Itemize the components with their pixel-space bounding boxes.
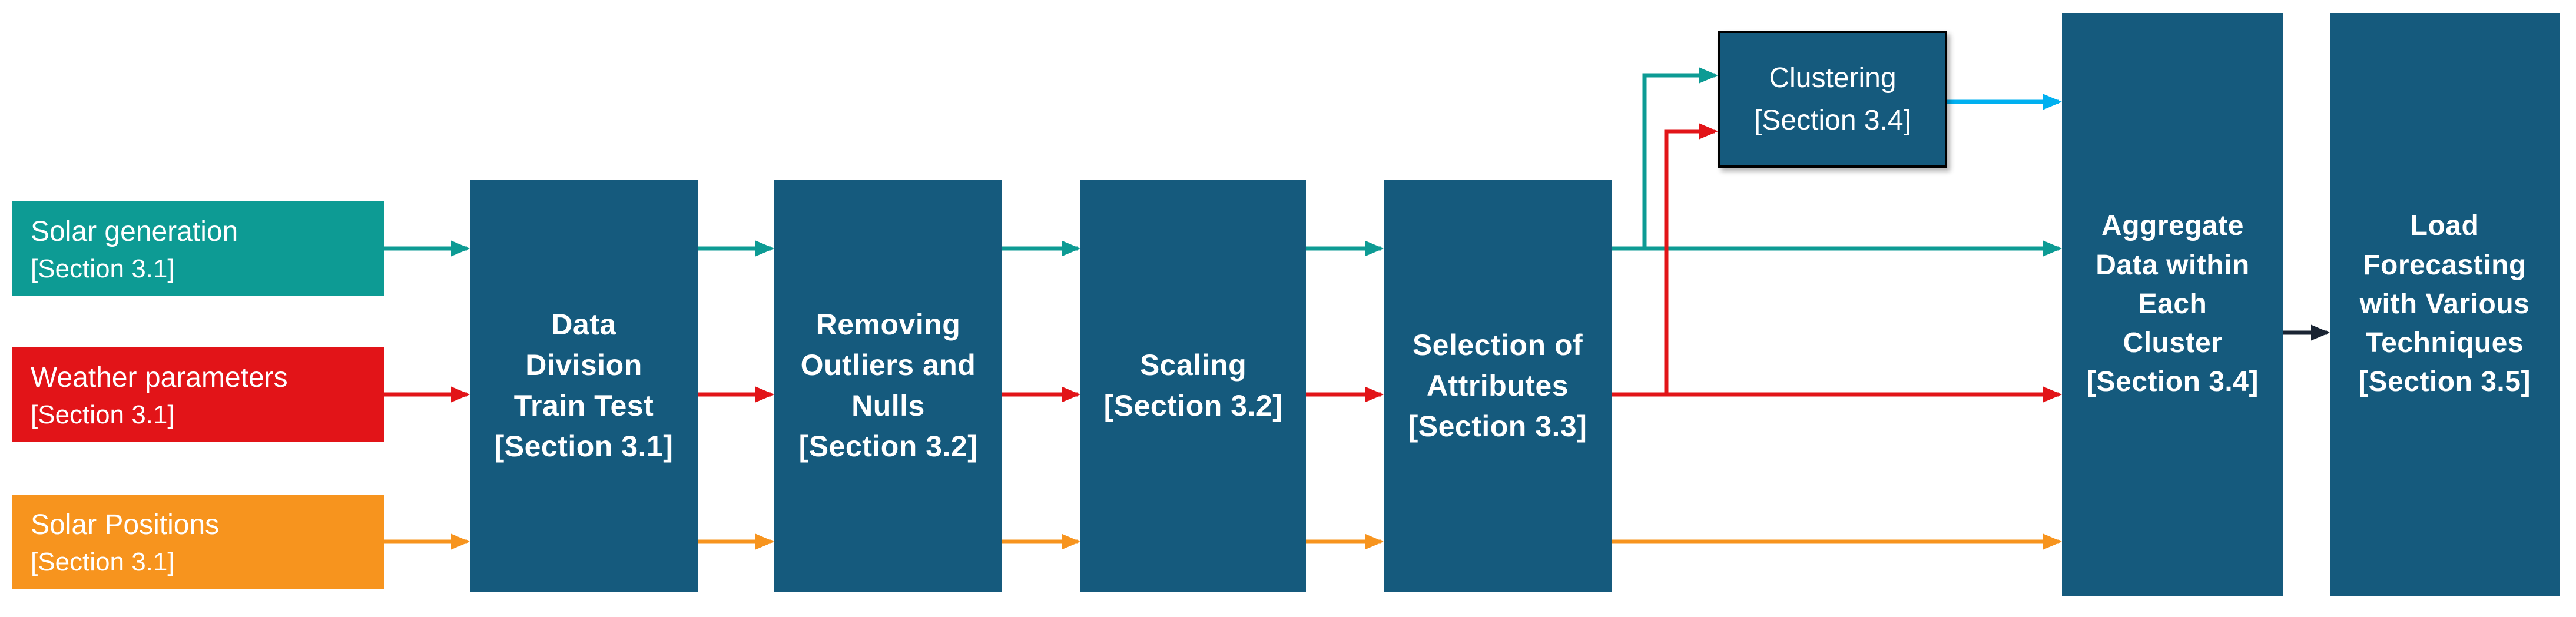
stage-box-data-division-section: [Section 3.1] (494, 430, 674, 463)
stage-box-clustering-label: Clustering (1769, 62, 1897, 94)
input-box-solar-generation-label: Solar generation (31, 216, 238, 248)
branch-teal-to-clustering (1642, 67, 1718, 248)
stage-box-load-forecasting-section: [Section 3.5] (2359, 366, 2531, 398)
stage-box-clustering-section: [Section 3.4] (1754, 104, 1911, 136)
input-box-solar-generation-section: [Section 3.1] (31, 254, 175, 283)
stage-box-scaling-label: Scaling (1139, 349, 1247, 382)
input-box-solar-positions-section: [Section 3.1] (31, 547, 175, 576)
input-box-weather-parameters-label: Weather parameters (31, 362, 288, 394)
stage-box-aggregate-data-section: [Section 3.4] (2087, 366, 2259, 398)
input-box-solar-generation: Solar generation [Section 3.1] (12, 201, 384, 296)
stage-box-scaling: Scaling [Section 3.2] (1080, 180, 1306, 592)
stage-box-aggregate-data-label: Aggregate Data within Each Cluster (2096, 210, 2250, 359)
stage-box-removing-outliers-section: [Section 3.2] (798, 430, 978, 463)
input-box-weather-parameters: Weather parameters [Section 3.1] (12, 347, 384, 442)
input-box-solar-positions-label: Solar Positions (31, 509, 220, 541)
stage-box-attribute-selection: Selection of Attributes [Section 3.3] (1384, 180, 1612, 592)
stage-box-attribute-selection-section: [Section 3.3] (1408, 409, 1587, 443)
stage-box-removing-outliers-label: Removing Outliers and Nulls (800, 308, 976, 422)
stage-box-data-division: Data Division Train Test [Section 3.1] (470, 180, 698, 592)
stage-box-scaling-section: [Section 3.2] (1103, 389, 1283, 422)
input-box-solar-positions: Solar Positions [Section 3.1] (12, 495, 384, 589)
stage-box-load-forecasting: Load Forecasting with Various Techniques… (2330, 13, 2560, 596)
branch-red-to-clustering (1664, 123, 1718, 394)
stage-box-attribute-selection-label: Selection of Attributes (1412, 328, 1583, 402)
stage-box-load-forecasting-label: Load Forecasting with Various Techniques (2359, 210, 2530, 359)
stage-box-data-division-label: Data Division Train Test (513, 308, 654, 422)
stage-box-removing-outliers: Removing Outliers and Nulls [Section 3.2… (774, 180, 1002, 592)
stage-box-aggregate-data: Aggregate Data within Each Cluster [Sect… (2062, 13, 2283, 596)
input-box-weather-parameters-section: [Section 3.1] (31, 400, 175, 429)
stage-box-clustering: Clustering [Section 3.4] (1718, 31, 1947, 168)
